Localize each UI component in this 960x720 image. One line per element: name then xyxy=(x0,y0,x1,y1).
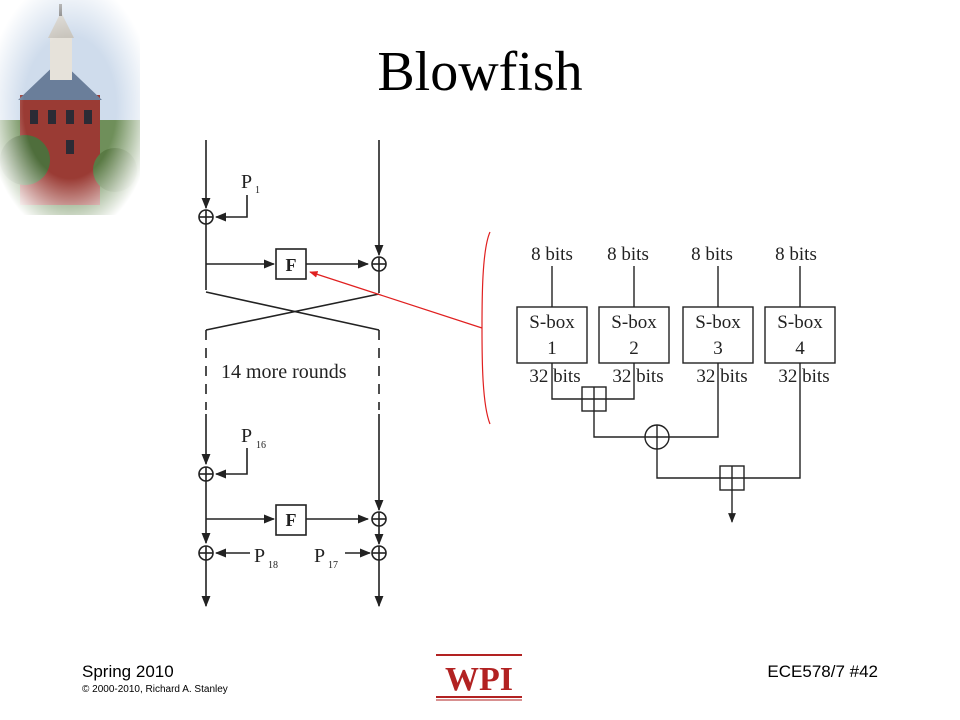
red-pointer-arrow xyxy=(309,271,483,329)
p18-subscript: 18 xyxy=(268,560,278,571)
slide-title: Blowfish xyxy=(377,41,583,103)
semester-label: Spring 2010 xyxy=(82,662,174,681)
red-bracket xyxy=(481,231,491,425)
slide-number: ECE578/7 #42 xyxy=(767,662,878,681)
input-label-1: 8 bits xyxy=(531,244,573,265)
p16-subscript: 16 xyxy=(256,440,266,451)
sbox-3-label: S-box xyxy=(695,312,741,333)
xor-symbol xyxy=(371,511,387,527)
p17-subscript: 17 xyxy=(328,560,338,571)
xor-symbol xyxy=(198,466,214,482)
feistel-network xyxy=(198,140,387,608)
sbox-1-label: S-box xyxy=(529,312,575,333)
footer-left: Spring 2010 © 2000-2010, Richard A. Stan… xyxy=(82,662,228,695)
xor-symbol xyxy=(198,545,214,561)
sbox-2-label: S-box xyxy=(611,312,657,333)
building-photo xyxy=(0,0,140,215)
xor-symbol xyxy=(371,545,387,561)
xor-symbol xyxy=(198,209,214,225)
output-label-3: 32 bits xyxy=(696,366,747,387)
blowfish-diagram: P 1 F 14 more rounds P 16 F P 18 P 17 xyxy=(198,140,836,608)
wpi-logo: WPI xyxy=(436,654,522,701)
xor-symbol xyxy=(371,256,387,272)
input-label-2: 8 bits xyxy=(607,244,649,265)
sbox-3-number: 3 xyxy=(713,338,723,359)
output-label-4: 32 bits xyxy=(778,366,829,387)
wpi-logo-text: WPI xyxy=(445,661,513,698)
rounds-label: 14 more rounds xyxy=(221,361,347,383)
f-box-bottom-label: F xyxy=(286,510,297,530)
p1-label: P xyxy=(241,171,252,193)
p18-label: P xyxy=(254,545,265,567)
sbox-4-label: S-box xyxy=(777,312,823,333)
p16-label: P xyxy=(241,425,252,447)
sbox-1-number: 1 xyxy=(547,338,557,359)
input-label-4: 8 bits xyxy=(775,244,817,265)
output-label-2: 32 bits xyxy=(612,366,663,387)
sbox-4-number: 4 xyxy=(795,338,805,359)
output-label-1: 32 bits xyxy=(529,366,580,387)
p1-subscript: 1 xyxy=(255,185,260,196)
f-function-detail xyxy=(516,266,836,523)
input-label-3: 8 bits xyxy=(691,244,733,265)
copyright-notice: © 2000-2010, Richard A. Stanley xyxy=(82,684,228,695)
sbox-2-number: 2 xyxy=(629,338,639,359)
f-box-top-label: F xyxy=(286,255,297,275)
p17-label: P xyxy=(314,545,325,567)
